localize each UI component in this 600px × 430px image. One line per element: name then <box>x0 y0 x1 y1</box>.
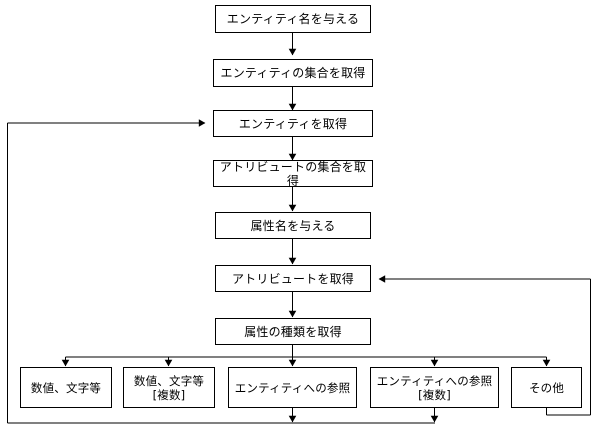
node-entity-ref-multi[interactable]: エンティティへの参照 [複数] <box>370 367 499 408</box>
node-scalar[interactable]: 数値、文字等 <box>20 367 112 408</box>
node-entity-get[interactable]: エンティティを取得 <box>213 110 373 137</box>
node-entity-name[interactable]: エンティティ名を与える <box>215 5 371 33</box>
node-attribute-name[interactable]: 属性名を与える <box>215 212 371 239</box>
node-attribute-kind[interactable]: 属性の種類を取得 <box>215 318 371 345</box>
node-attribute-get[interactable]: アトリビュートを取得 <box>215 265 371 292</box>
node-attribute-set[interactable]: アトリビュートの集合を取得 <box>213 160 373 188</box>
node-entity-set[interactable]: エンティティの集合を取得 <box>213 59 373 87</box>
node-other[interactable]: その他 <box>511 367 582 408</box>
node-entity-ref[interactable]: エンティティへの参照 <box>228 367 357 408</box>
node-scalar-multi[interactable]: 数値、文字等 [複数] <box>123 367 215 408</box>
